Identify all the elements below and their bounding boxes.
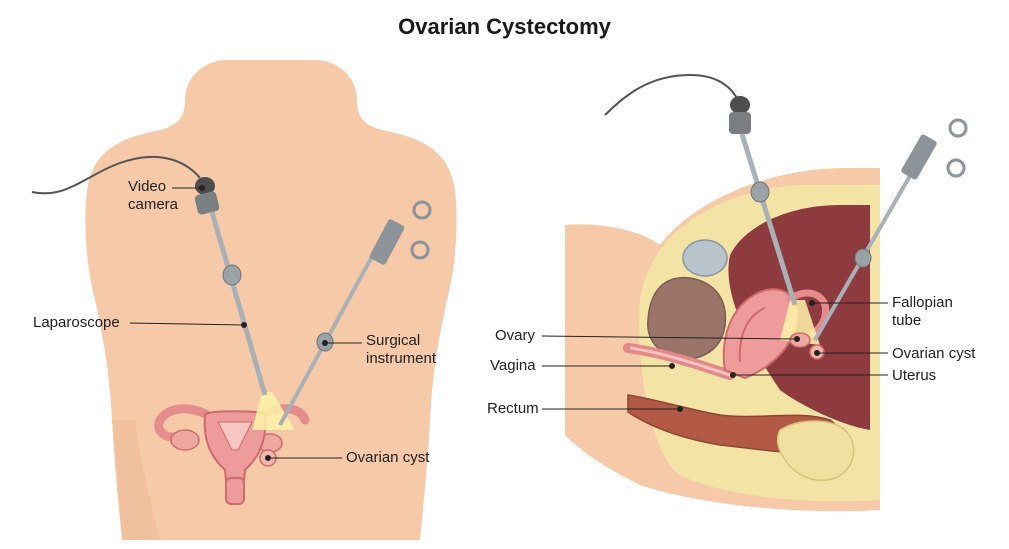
left-camera-cable	[31, 155, 201, 195]
torso-silhouette	[85, 60, 457, 540]
right-pubic-area	[647, 276, 727, 360]
right-camera-head	[730, 96, 750, 114]
left-instrument-ring-1	[412, 200, 432, 220]
body-figure	[85, 60, 457, 540]
left-camera-head	[195, 177, 215, 195]
left-leader-lines	[129, 185, 362, 461]
right-surgical-instrument	[813, 118, 968, 342]
leader-dot-ovary	[794, 336, 800, 342]
left-instrument-handle	[369, 219, 405, 265]
right-scope-port	[750, 181, 770, 203]
leader-dot-left-ovarian-cyst	[265, 455, 271, 461]
leader-dot-fallopian-tube	[809, 300, 815, 306]
left-surgical-instrument	[278, 200, 432, 426]
right-fallopian-tube	[786, 289, 830, 339]
label-vagina: Vagina	[490, 357, 536, 374]
right-instrument-shaft	[813, 148, 927, 342]
right-light-cone	[780, 300, 820, 345]
leader-dot-laparoscope	[241, 322, 247, 328]
right-scope-shaft	[739, 133, 798, 306]
diagram-title: Ovarian Cystectomy	[398, 14, 611, 39]
label-video-camera: Video camera	[128, 178, 178, 214]
right-uterus-inner	[738, 307, 766, 363]
left-scope-shaft	[209, 211, 268, 396]
left-laparoscope	[194, 177, 268, 396]
right-instrument-ring-2	[946, 158, 966, 178]
right-camera-cable	[604, 73, 739, 116]
leader-ovary	[541, 335, 798, 340]
leader-dot-uterus	[730, 372, 736, 378]
left-uterus-cavity	[217, 421, 253, 451]
right-instrument-ring-1	[948, 118, 968, 138]
right-laparoscope	[729, 96, 798, 306]
label-fallopian-tube: Fallopian tube	[892, 294, 953, 330]
label-ovary: Ovary	[495, 327, 536, 344]
leader-dot-vagina	[669, 363, 675, 369]
label-laparoscope: Laparoscope	[33, 314, 120, 331]
right-leader-lines	[541, 300, 888, 412]
right-bladder	[682, 239, 728, 277]
left-ovary-left	[170, 429, 200, 451]
right-vagina-inner	[629, 346, 731, 377]
left-scope-port	[222, 264, 242, 286]
left-uterus-body	[203, 410, 267, 501]
leader-laparoscope	[129, 322, 245, 326]
label-fallopian-tube-line2: tube	[892, 312, 922, 329]
label-rectum: Rectum	[487, 400, 539, 417]
torso-shading	[112, 420, 160, 540]
left-camera-body	[194, 191, 220, 215]
pelvis-cross-section	[565, 168, 880, 512]
label-left-ovarian-cyst: Ovarian cyst	[346, 449, 430, 466]
right-camera-body	[729, 112, 751, 134]
left-instrument-ring-2	[410, 240, 430, 260]
label-surgical-instrument-line2: instrument	[366, 350, 437, 367]
leader-dot-video-camera	[199, 185, 205, 191]
right-ovary	[789, 332, 811, 348]
right-instrument-port	[854, 248, 872, 268]
label-surgical-instrument-line1: Surgical	[366, 332, 421, 349]
leader-dot-right-ovarian-cyst	[814, 350, 820, 356]
label-right-ovarian-cyst: Ovarian cyst	[892, 345, 976, 362]
leader-dot-surgical-instrument	[322, 340, 328, 346]
label-fallopian-tube-line1: Fallopian	[892, 294, 953, 311]
right-instrument-handle	[901, 134, 937, 180]
label-video-camera-line2: camera	[128, 196, 179, 213]
label-video-camera-line1: Video	[128, 178, 167, 195]
label-surgical-instrument: Surgical instrument	[366, 332, 436, 368]
leader-dot-rectum	[677, 406, 683, 412]
left-uterus-group	[154, 404, 310, 505]
right-intestine-loops	[776, 420, 855, 481]
label-uterus: Uterus	[892, 367, 937, 384]
left-cervix	[225, 477, 245, 505]
left-fallopian-tube-l	[154, 404, 220, 442]
